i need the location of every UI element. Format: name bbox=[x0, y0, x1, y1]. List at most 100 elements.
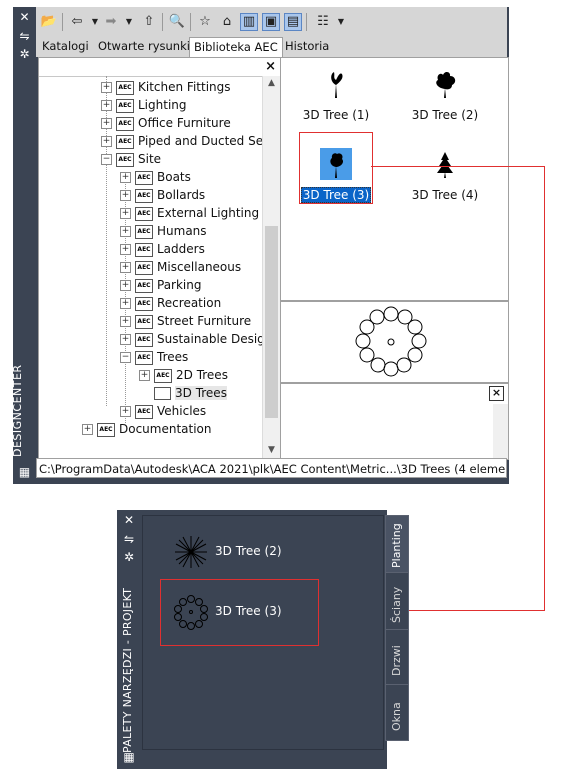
aec-folder-icon: AEC bbox=[116, 116, 134, 131]
close-icon[interactable]: × bbox=[265, 59, 276, 74]
back-icon[interactable]: ⇦ bbox=[71, 14, 83, 29]
designcenter-toolbar: 📂 ⇦ ▼ ➡ ▼ ⇧ 🔍 ☆ ⌂ ▥ ▣ ▤ ☷ ▼ bbox=[36, 7, 507, 37]
close-icon[interactable]: ✕ bbox=[123, 513, 135, 527]
aec-folder-icon: AEC bbox=[135, 188, 153, 203]
description-scrollbar[interactable] bbox=[493, 404, 508, 459]
tree-symbol-icon bbox=[174, 594, 208, 630]
properties-icon[interactable]: ✲ bbox=[19, 47, 30, 61]
content-pane: 3D Tree (1) 3D Tree (2) 3D Tree (3) 3D T… bbox=[280, 57, 509, 301]
pin-icon[interactable]: ⇋ bbox=[19, 29, 30, 43]
preview-toggle-icon[interactable]: ▣ bbox=[262, 13, 280, 31]
tree-icon bbox=[331, 72, 343, 98]
tree-plan-preview-icon bbox=[355, 306, 427, 377]
aec-folder-icon: AEC bbox=[135, 224, 153, 239]
aec-folder-icon: AEC bbox=[135, 170, 153, 185]
views-icon[interactable]: ☷ bbox=[317, 14, 329, 29]
close-icon[interactable]: ✕ bbox=[19, 10, 30, 24]
views-dropdown-icon[interactable]: ▼ bbox=[337, 17, 345, 26]
home-icon[interactable]: ⌂ bbox=[222, 14, 232, 29]
content-item-selected[interactable]: 3D Tree (3) bbox=[291, 148, 381, 203]
callout-line bbox=[371, 166, 545, 167]
load-icon[interactable]: 📂 bbox=[40, 14, 58, 29]
designcenter-title: DESIGNCENTER bbox=[11, 364, 24, 457]
up-folder-icon[interactable]: ⇧ bbox=[143, 14, 155, 29]
tab-okna[interactable]: Okna bbox=[385, 684, 409, 741]
back-dropdown-icon[interactable]: ▼ bbox=[91, 17, 99, 26]
properties-icon[interactable]: ✲ bbox=[123, 550, 135, 564]
search-icon[interactable]: 🔍 bbox=[168, 14, 186, 29]
close-icon[interactable]: × bbox=[489, 386, 504, 401]
tool-palette-body: 3D Tree (2) 3D Tree (3) bbox=[142, 515, 384, 750]
highlight-box-designcenter bbox=[299, 132, 373, 204]
aec-folder-icon: AEC bbox=[116, 80, 134, 95]
callout-line bbox=[544, 166, 545, 611]
tab-otwarte-rysunki[interactable]: Otwarte rysunki bbox=[98, 39, 190, 53]
folder-icon bbox=[154, 387, 171, 400]
aec-folder-icon: AEC bbox=[135, 404, 153, 419]
tree-view-toggle-icon[interactable]: ▥ bbox=[240, 13, 258, 31]
aec-folder-icon: AEC bbox=[135, 260, 153, 275]
content-item[interactable]: 3D Tree (2) bbox=[400, 68, 490, 123]
aec-folder-icon: AEC bbox=[97, 422, 115, 437]
tree-scrollbar[interactable]: ▲ ▼ bbox=[262, 76, 280, 459]
aec-folder-icon: AEC bbox=[116, 134, 134, 149]
tree-icon bbox=[437, 152, 453, 178]
palette-tool[interactable]: 3D Tree (2) bbox=[173, 531, 282, 571]
tree-symbol-icon bbox=[175, 535, 207, 568]
tab-historia[interactable]: Historia bbox=[285, 39, 330, 53]
tab-planting[interactable]: Planting bbox=[385, 515, 409, 574]
aec-folder-icon: AEC bbox=[135, 206, 153, 221]
content-item[interactable]: 3D Tree (1) bbox=[291, 68, 381, 123]
tab-sciany[interactable]: Ściany bbox=[385, 572, 409, 631]
content-item[interactable]: 3D Tree (4) bbox=[400, 148, 490, 203]
aec-folder-icon: AEC bbox=[116, 152, 134, 167]
favorites-icon[interactable]: ☆ bbox=[199, 14, 211, 29]
aec-folder-icon: AEC bbox=[135, 242, 153, 257]
tool-palette-title: PALETY NARZĘDZI - PROJEKT bbox=[121, 587, 134, 753]
scroll-up-icon[interactable]: ▲ bbox=[268, 78, 275, 88]
aec-folder-icon: AEC bbox=[135, 296, 153, 311]
description-toggle-icon[interactable]: ▤ bbox=[284, 13, 302, 31]
aec-folder-icon: AEC bbox=[135, 332, 153, 347]
grid-menu-icon[interactable]: ▦ bbox=[123, 750, 135, 764]
tree-icon bbox=[436, 72, 456, 98]
aec-folder-icon: AEC bbox=[135, 350, 153, 365]
forward-icon[interactable]: ➡ bbox=[105, 14, 117, 29]
pin-icon[interactable]: ⇋ bbox=[123, 532, 135, 546]
aec-folder-icon: AEC bbox=[154, 368, 172, 383]
grid-menu-icon[interactable]: ▦ bbox=[18, 465, 31, 479]
highlight-box-palette bbox=[160, 579, 319, 646]
tab-drzwi[interactable]: Drzwi bbox=[385, 629, 409, 686]
scroll-down-icon[interactable]: ▼ bbox=[268, 445, 275, 455]
tab-katalogi[interactable]: Katalogi bbox=[42, 39, 89, 53]
tool-palette-side-bar: ✕ ⇋ ✲ PALETY NARZĘDZI - PROJEKT ▦ bbox=[117, 510, 141, 769]
tree-item-selected[interactable]: 3D Trees bbox=[139, 384, 227, 402]
preview-pane bbox=[280, 301, 509, 383]
palette-tool[interactable]: 3D Tree (3) bbox=[173, 591, 282, 631]
scroll-thumb[interactable] bbox=[265, 226, 278, 418]
status-bar: C:\ProgramData\Autodesk\ACA 2021\plk\AEC… bbox=[36, 458, 507, 478]
forward-dropdown-icon[interactable]: ▼ bbox=[125, 17, 133, 26]
tab-biblioteka-aec[interactable]: Biblioteka AEC bbox=[189, 37, 283, 58]
tree-icon bbox=[320, 148, 352, 180]
